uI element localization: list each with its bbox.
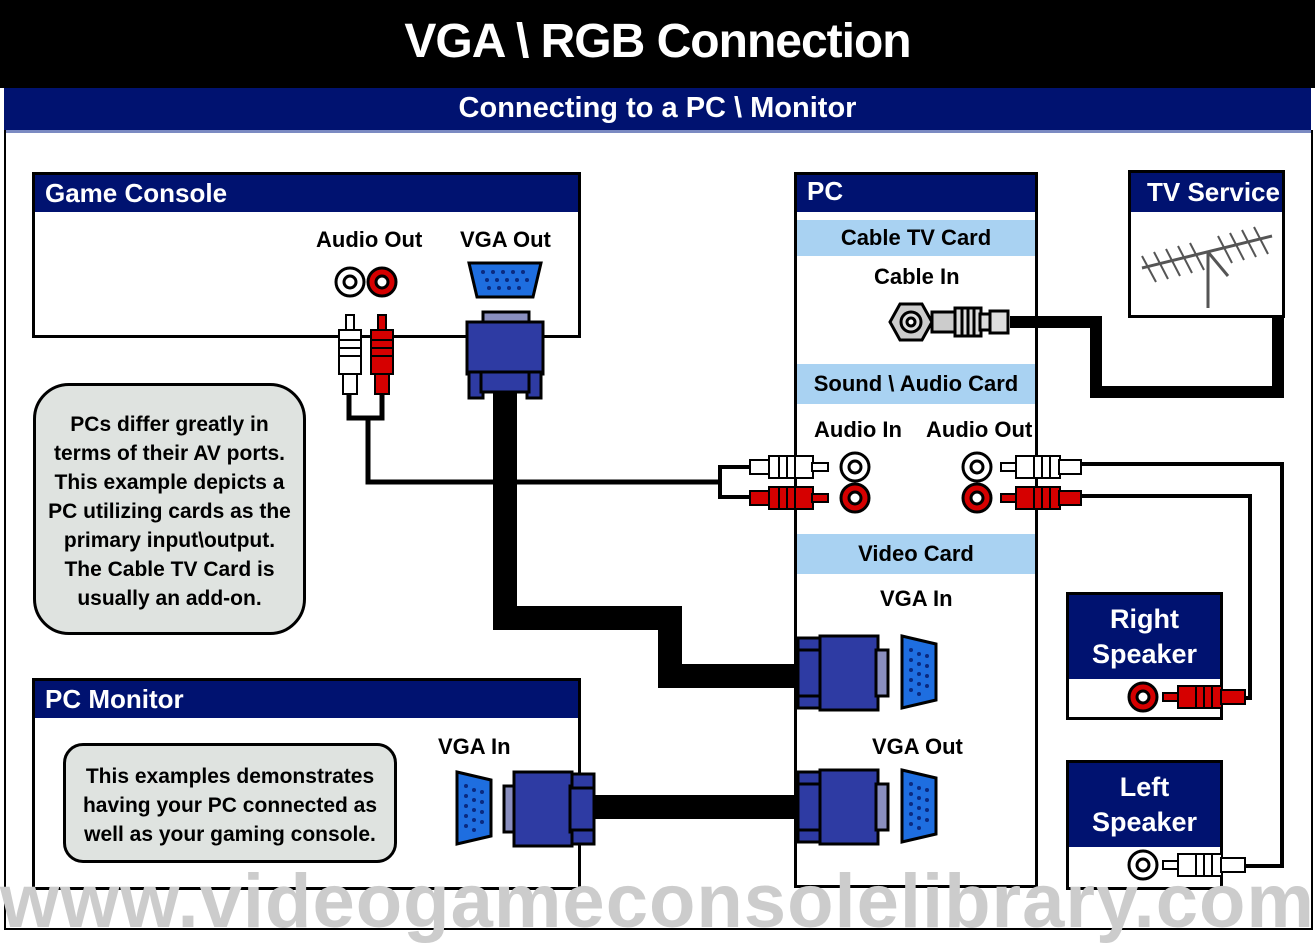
speaker-cable-left: [1080, 462, 1284, 868]
diagram-frame: [4, 130, 1313, 930]
left-speaker-port: [1127, 849, 1159, 881]
left-speaker-header: [1069, 763, 1220, 847]
vga-cable-console: [493, 392, 800, 688]
left-speaker-name-line2: Speaker: [1091, 807, 1198, 837]
diagram-title: VGA \ RGB Connection: [404, 15, 911, 68]
note-line: This examples demonstrates: [85, 765, 375, 788]
pc-vga-in-plug: [796, 634, 890, 712]
cable-tv-card-title: Cable TV Card: [797, 220, 1035, 256]
pc-vga-out-port: [900, 768, 938, 844]
diagram-subtitle: Connecting to a PC \ Monitor: [458, 92, 857, 124]
note-line: This example depicts a: [54, 471, 285, 494]
tv-service-header: TV Service: [1131, 173, 1282, 212]
right-speaker-name-line1: Right: [1110, 604, 1179, 634]
console-vga-plug: [465, 310, 545, 400]
pc-vga-in-label: VGA In: [880, 586, 953, 611]
pc-vga-out-label: VGA Out: [872, 734, 963, 759]
antenna-icon: [1141, 226, 1273, 308]
pc-vga-out-plug: [796, 768, 890, 846]
pc-audio-in-label: Audio In: [814, 417, 902, 442]
pc-audio-out-ports: [961, 451, 993, 514]
pc-header: PC: [797, 175, 1035, 212]
note-line: PC utilizing cards as the: [48, 500, 291, 523]
title-bar: [0, 0, 1315, 88]
coax-plug: [953, 306, 1010, 338]
game-console-header: Game Console: [35, 175, 578, 212]
note-line: well as your gaming console.: [84, 823, 376, 846]
subtitle-bar: [4, 88, 1311, 133]
note-line: terms of their AV ports.: [53, 442, 286, 465]
pc-ports-note: PCs differ greatly in terms of their AV …: [33, 383, 306, 635]
monitor-vga-port: [455, 770, 493, 846]
note-line: having your PC connected as: [82, 794, 378, 817]
coax-cable: [1010, 316, 1284, 398]
note-line: primary input\output.: [63, 529, 276, 552]
right-speaker-header: [1069, 595, 1220, 679]
console-vga-port: [467, 261, 543, 299]
cable-in-port: [888, 302, 958, 342]
pc-monitor-header: PC Monitor: [35, 681, 578, 718]
pc-audio-out-plugs: [1000, 455, 1082, 510]
monitor-vga-in-label: VGA In: [438, 734, 511, 759]
console-rca-plugs: [338, 314, 394, 395]
right-speaker-name-line2: Speaker: [1091, 639, 1198, 669]
monitor-vga-plug: [502, 770, 596, 848]
console-vga-out-label: VGA Out: [460, 227, 551, 252]
pc-audio-in-plugs: [749, 455, 829, 510]
speaker-cable-right: [1080, 494, 1252, 700]
cable-in-label: Cable In: [874, 264, 960, 289]
note-line: The Cable TV Card is: [64, 558, 275, 581]
pc-vga-in-port: [900, 634, 938, 710]
right-speaker-port: [1127, 681, 1159, 713]
pc-audio-out-label: Audio Out: [926, 417, 1033, 442]
right-speaker-plug: [1162, 685, 1246, 709]
audio-cable-console: [346, 395, 720, 485]
watermark: www.videogameconsolelibrary.com: [0, 859, 1315, 944]
note-line: PCs differ greatly in: [70, 413, 269, 436]
left-speaker-name-line1: Left: [1119, 772, 1170, 802]
pc-audio-in-ports: [839, 451, 871, 514]
left-speaker-plug: [1162, 853, 1246, 877]
note-line: usually an add-on.: [77, 587, 262, 610]
video-card-title: Video Card: [797, 534, 1035, 574]
monitor-note: This examples demonstrates having your P…: [63, 743, 397, 863]
console-audio-out-ports: [334, 266, 398, 298]
sound-card-title: Sound \ Audio Card: [797, 364, 1035, 404]
console-audio-out-label: Audio Out: [316, 227, 423, 252]
